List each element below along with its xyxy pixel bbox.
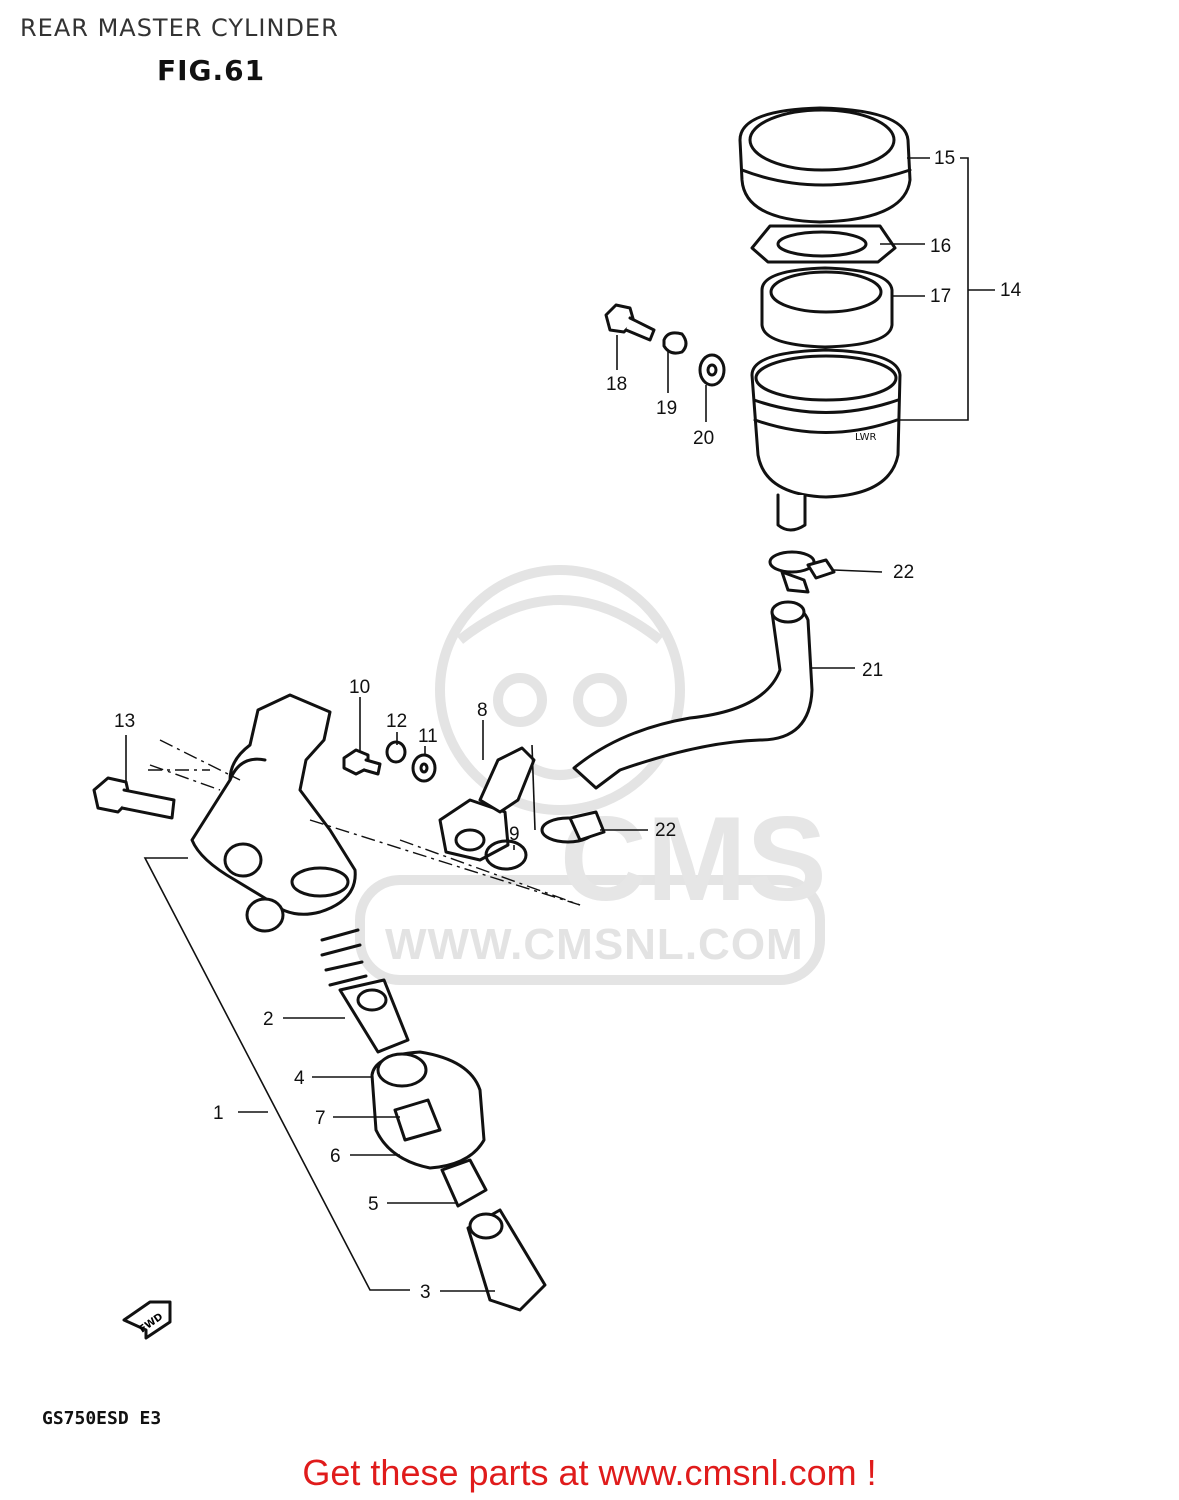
washer-11 [411,753,437,783]
screw-10 [342,748,382,776]
pushrod-clevis [466,1208,547,1312]
callout-8: 8 [477,700,488,721]
bolt-18 [604,303,656,342]
o-ring [484,839,528,871]
callout-4: 4 [294,1068,305,1089]
callout-15: 15 [934,148,955,169]
callout-18: 18 [606,374,627,395]
figure-number: FIG.61 [157,54,266,87]
washer-20 [698,353,726,387]
hose-clamp-upper [768,550,836,594]
callout-13: 13 [114,711,135,732]
callout-7: 7 [315,1108,326,1129]
callout-9: 9 [509,824,520,845]
callout-20: 20 [693,428,714,449]
callout-5: 5 [368,1194,379,1215]
spring-piston [320,928,410,1054]
bolt-13 [92,776,176,820]
diaphragm-plate [750,224,897,264]
diaphragm [760,266,894,349]
callout-14: 14 [1000,280,1022,301]
reservoir-body: LWR [750,348,902,532]
callout-1: 1 [213,1103,224,1124]
pushrod-boot [370,1050,486,1170]
hose-connector [438,746,536,862]
reservoir-cap [738,106,912,224]
master-cylinder-body [190,693,357,933]
parts-shop-link[interactable]: Get these parts at www.cmsnl.com ! [302,1452,877,1493]
callout-6: 6 [330,1146,341,1167]
fwd-arrow-icon [122,1300,172,1340]
lock-washer-19 [662,331,688,355]
svg-text:LWR: LWR [855,432,877,443]
callout-3: 3 [420,1282,431,1303]
watermark-brand: CMS [560,792,827,926]
callout-17: 17 [930,286,951,307]
callout-22-lower: 22 [655,820,676,841]
washer-12 [385,740,407,764]
callout-19: 19 [656,398,677,419]
callout-16: 16 [930,236,951,257]
hose-clamp-lower [540,810,606,844]
callout-10: 10 [349,677,370,698]
locknut [440,1158,488,1208]
watermark-url: WWW.CMSNL.COM [385,920,804,969]
fwd-label: FWD [137,1311,165,1335]
callout-11: 11 [418,726,438,747]
callout-12: 12 [386,711,407,732]
model-code: GS750ESD E3 [42,1408,162,1429]
callout-2: 2 [263,1009,274,1030]
diagram-title: REAR MASTER CYLINDER [20,14,339,42]
callout-21: 21 [862,660,883,681]
callout-22-upper: 22 [893,562,914,583]
reservoir-hose [572,600,814,790]
